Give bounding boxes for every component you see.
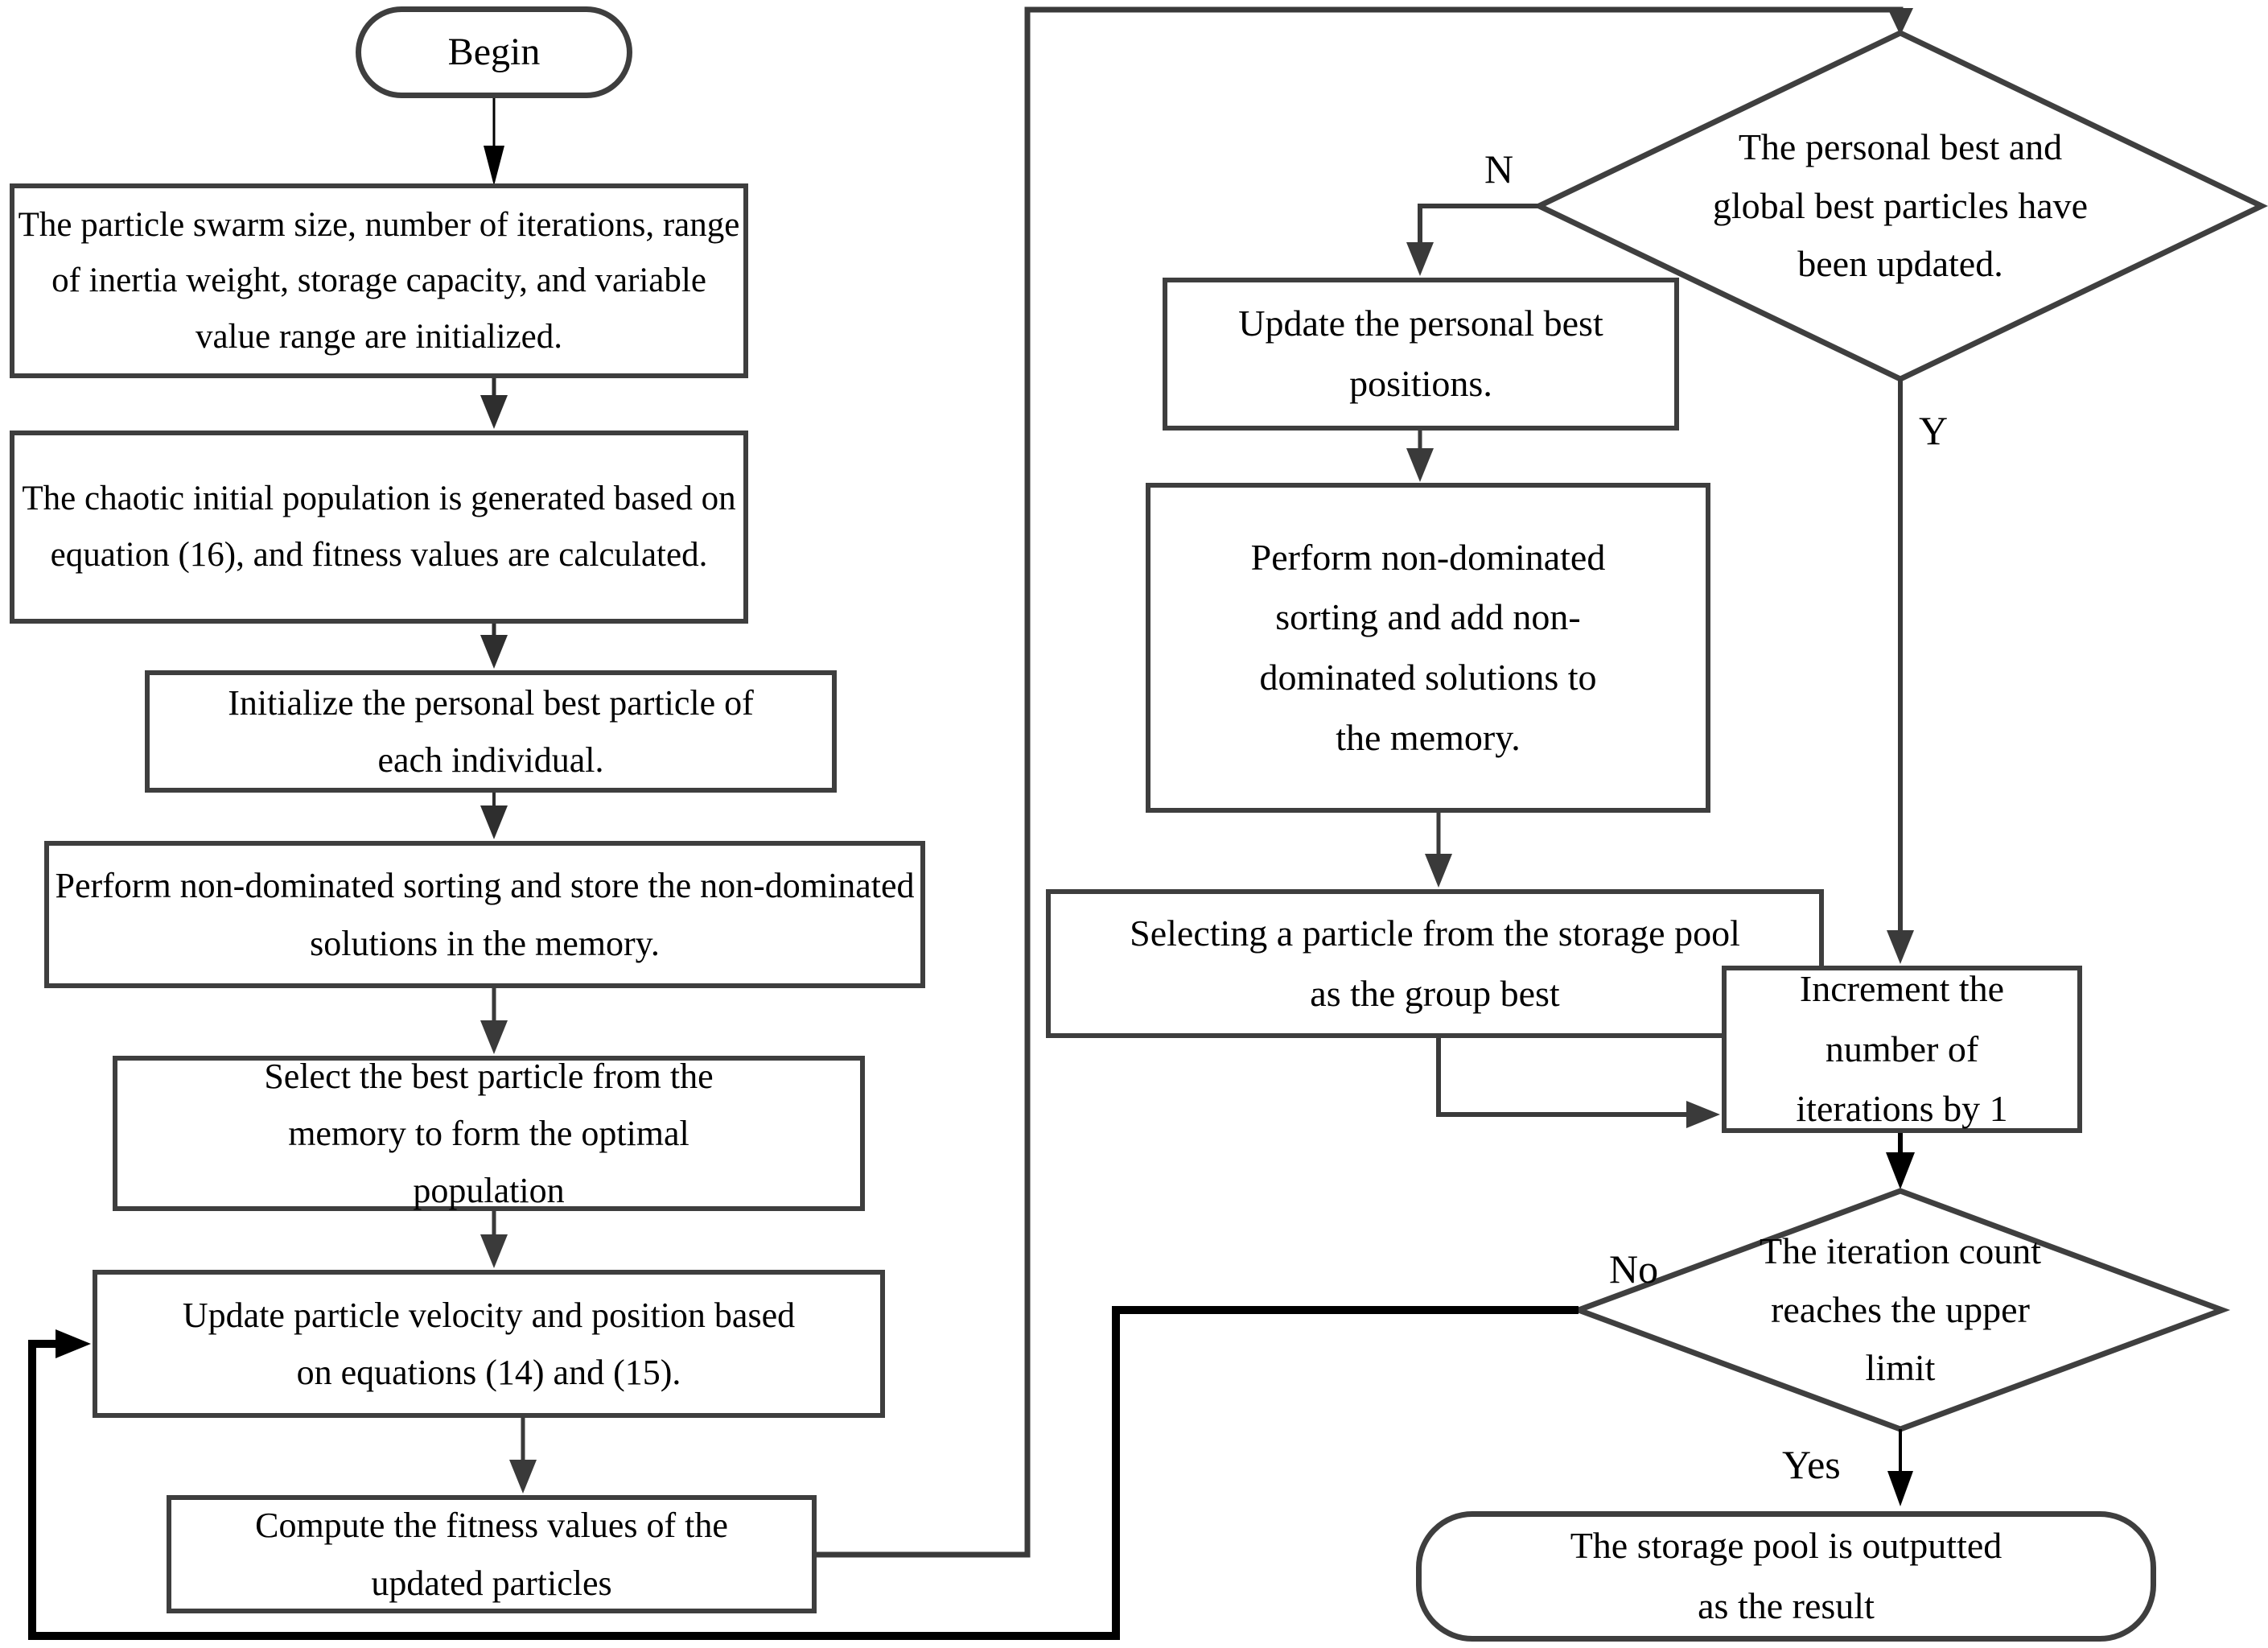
process-select-group-best-text: Selecting a particle from the storage po… — [1130, 912, 1740, 1014]
arrow-head — [56, 1329, 91, 1358]
process-update-personal-best: Update the personal best positions. — [1163, 278, 1679, 431]
branch-label-yes: Yes — [1782, 1442, 1841, 1487]
terminal-output-result-label: The storage pool is outputted as the res… — [1570, 1525, 2003, 1626]
branch-label-no: No — [1609, 1246, 1659, 1292]
decision-best-updated-text: The personal best and global best partic… — [1712, 126, 2089, 285]
arrow-head — [1887, 1471, 1913, 1506]
route-n-branch — [1418, 204, 1539, 266]
process-init-personal-best: Initialize the personal best particle of… — [145, 670, 837, 793]
process-select-group-best: Selecting a particle from the storage po… — [1046, 889, 1824, 1038]
terminal-begin: Begin — [356, 6, 632, 98]
process-compute-fitness-text: Compute the fitness values of the update… — [255, 1506, 728, 1603]
arrow-head — [484, 146, 504, 186]
arrow-head — [1887, 8, 1913, 35]
process-init-params: The particle swarm size, number of itera… — [10, 183, 748, 378]
arrow-head — [1686, 1101, 1720, 1128]
arrow-head — [480, 395, 508, 429]
process-sort-add-memory-text: Perform non-dominated sorting and add no… — [1250, 536, 1606, 758]
process-select-best-particle-text: Select the best particle from the memory… — [264, 1056, 714, 1211]
terminal-begin-label: Begin — [447, 31, 541, 74]
arrow-head — [1886, 1152, 1915, 1189]
process-update-personal-best-text: Update the personal best positions. — [1238, 303, 1603, 404]
process-update-velocity-position-text: Update particle velocity and position ba… — [182, 1295, 796, 1392]
process-increment-iterations: Increment the number of iterations by 1 — [1722, 966, 2082, 1133]
process-sort-store-memory: Perform non-dominated sorting and store … — [44, 841, 925, 988]
process-increment-iterations-text: Increment the number of iterations by 1 — [1796, 968, 2008, 1130]
process-sort-add-memory: Perform non-dominated sorting and add no… — [1146, 483, 1710, 813]
process-sort-store-memory-text: Perform non-dominated sorting and store … — [55, 866, 915, 963]
process-update-velocity-position: Update particle velocity and position ba… — [93, 1270, 885, 1418]
decision-iteration-limit-text: The iteration count reaches the upper li… — [1760, 1230, 2041, 1389]
process-chaotic-population: The chaotic initial population is genera… — [10, 431, 748, 624]
branch-label-y: Y — [1919, 408, 1949, 453]
arrow-head — [480, 805, 508, 839]
process-init-personal-best-text: Initialize the personal best particle of… — [228, 682, 754, 780]
arrow-head — [480, 635, 508, 669]
arrow-head — [509, 1460, 537, 1494]
arrow-head — [1425, 854, 1452, 888]
route-no-loop — [28, 1306, 1579, 1640]
arrow-head — [1406, 448, 1434, 482]
process-select-best-particle: Select the best particle from the memory… — [113, 1056, 865, 1211]
terminal-output-result: The storage pool is outputted as the res… — [1416, 1511, 2156, 1642]
arrow-head — [1887, 930, 1914, 964]
route-selgbest-to-increment — [1436, 1038, 1709, 1117]
arrow-head — [480, 1020, 508, 1054]
process-chaotic-population-text: The chaotic initial population is genera… — [22, 480, 736, 574]
branch-label-n: N — [1484, 146, 1514, 192]
process-init-params-text: The particle swarm size, number of itera… — [18, 205, 740, 356]
arrow-head — [1406, 242, 1434, 276]
arrow-head — [480, 1234, 508, 1268]
process-compute-fitness: Compute the fitness values of the update… — [167, 1495, 817, 1613]
